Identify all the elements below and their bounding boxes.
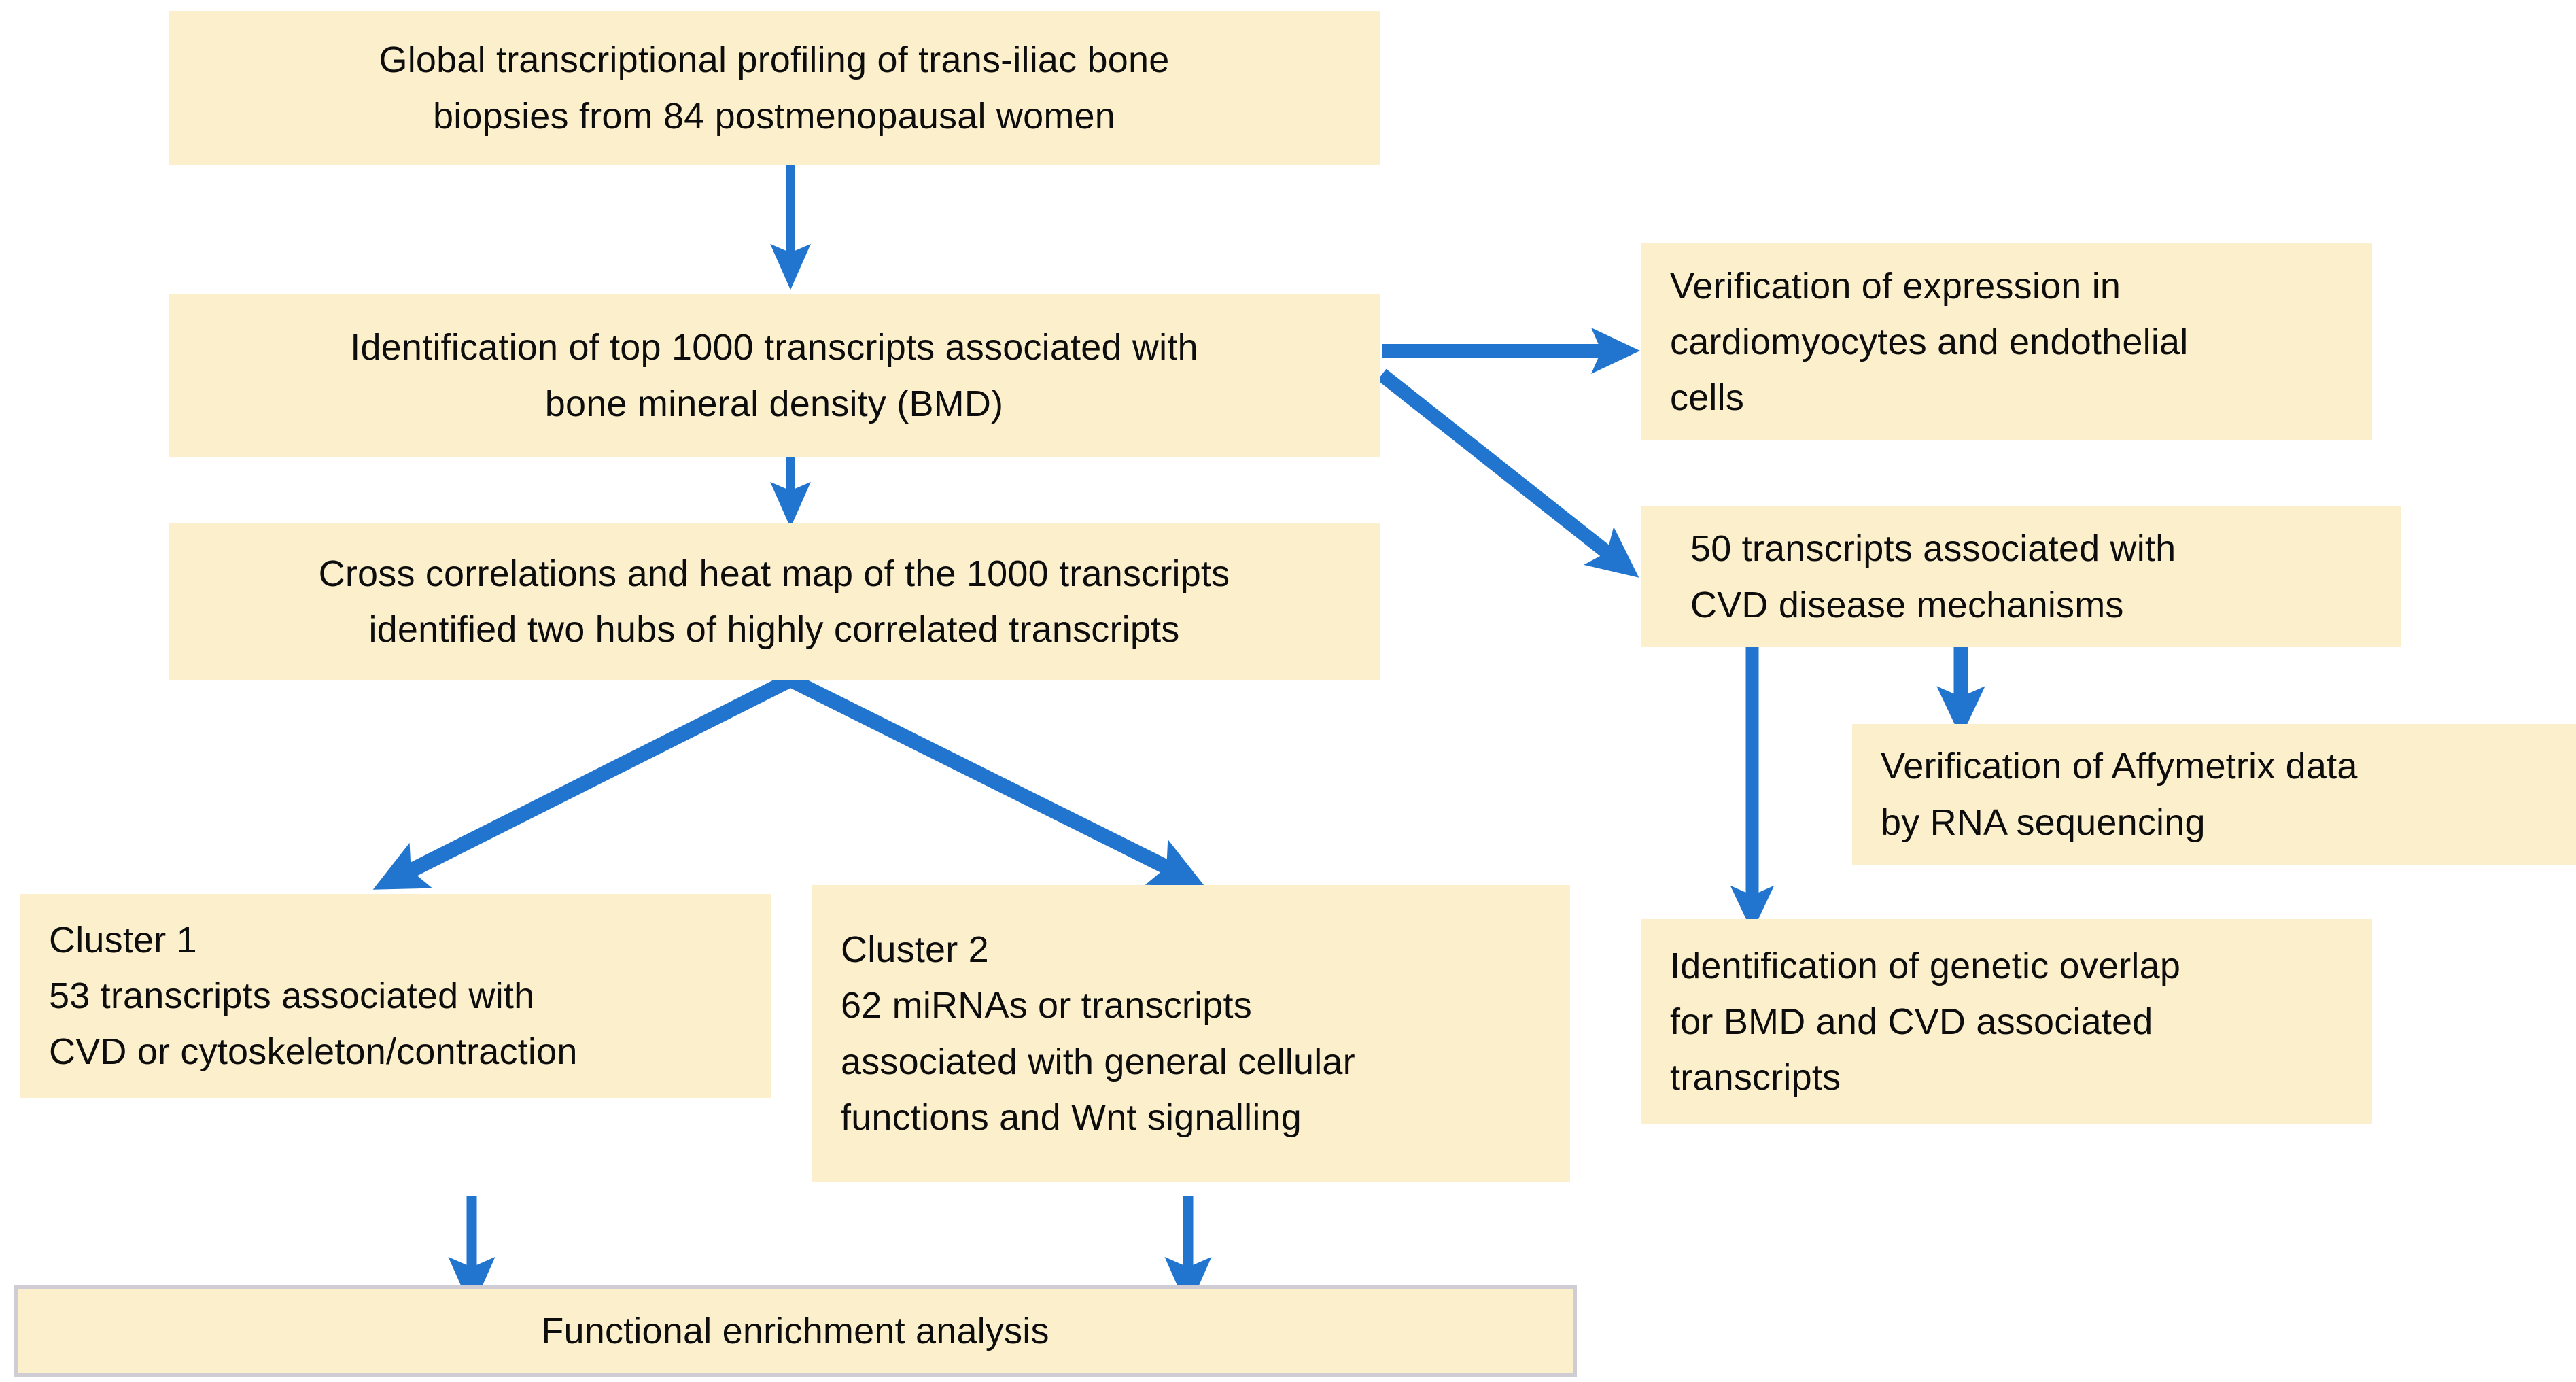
- node-verification-affymetrix[interactable]: Verification of Affymetrix data by RNA s…: [1852, 724, 2576, 865]
- node-line: Cluster 2: [841, 929, 989, 971]
- node-identification-top-1000[interactable]: Identification of top 1000 transcripts a…: [169, 294, 1380, 457]
- node-line: Identification of top 1000 transcripts a…: [350, 327, 1198, 368]
- node-cross-correlations[interactable]: Cross correlations and heat map of the 1…: [169, 523, 1380, 680]
- node-global-profiling[interactable]: Global transcriptional profiling of tran…: [169, 11, 1380, 165]
- node-line: Functional enrichment analysis: [541, 1310, 1049, 1351]
- edge-identification-to-fifty-transcripts: [1377, 368, 1639, 578]
- node-line: Cluster 1: [49, 919, 197, 961]
- node-verification-expression[interactable]: Verification of expression in cardiomyoc…: [1641, 243, 2372, 440]
- node-cluster-1[interactable]: Cluster 1 53 transcripts associated with…: [20, 894, 771, 1098]
- node-line: Global transcriptional profiling of tran…: [379, 39, 1170, 81]
- edge-cross-to-cluster-2: [787, 673, 1205, 886]
- node-line: Identification of genetic overlap: [1670, 945, 2181, 986]
- node-line: 62 miRNAs or transcripts: [841, 985, 1252, 1026]
- node-line: Verification of expression in: [1670, 265, 2121, 307]
- node-line: functions and Wnt signalling: [841, 1096, 1302, 1138]
- node-line: CVD disease mechanisms: [1690, 584, 2124, 625]
- node-line: by RNA sequencing: [1881, 801, 2206, 843]
- node-cluster-2[interactable]: Cluster 2 62 miRNAs or transcripts assoc…: [812, 885, 1570, 1182]
- node-line: associated with general cellular: [841, 1041, 1355, 1082]
- edge-cross-to-cluster-1: [372, 673, 794, 890]
- node-functional-enrichment[interactable]: Functional enrichment analysis: [14, 1285, 1577, 1377]
- node-line: biopsies from 84 postmenopausal women: [433, 95, 1115, 137]
- node-line: Cross correlations and heat map of the 1…: [318, 553, 1230, 594]
- node-fifty-transcripts-cvd[interactable]: 50 transcripts associated with CVD disea…: [1641, 506, 2401, 647]
- node-line: transcripts: [1670, 1057, 1841, 1099]
- node-line: CVD or cytoskeleton/contraction: [49, 1031, 578, 1073]
- node-line: identified two hubs of highly correlated…: [368, 609, 1180, 650]
- node-line: cells: [1670, 377, 1745, 419]
- node-line: Verification of Affymetrix data: [1881, 746, 2358, 787]
- node-line: bone mineral density (BMD): [544, 383, 1004, 424]
- node-genetic-overlap[interactable]: Identification of genetic overlap for BM…: [1641, 919, 2372, 1124]
- node-line: 53 transcripts associated with: [49, 975, 535, 1016]
- node-line: 50 transcripts associated with: [1690, 528, 2176, 570]
- node-line: for BMD and CVD associated: [1670, 1001, 2153, 1042]
- node-line: cardiomyocytes and endothelial: [1670, 321, 2189, 362]
